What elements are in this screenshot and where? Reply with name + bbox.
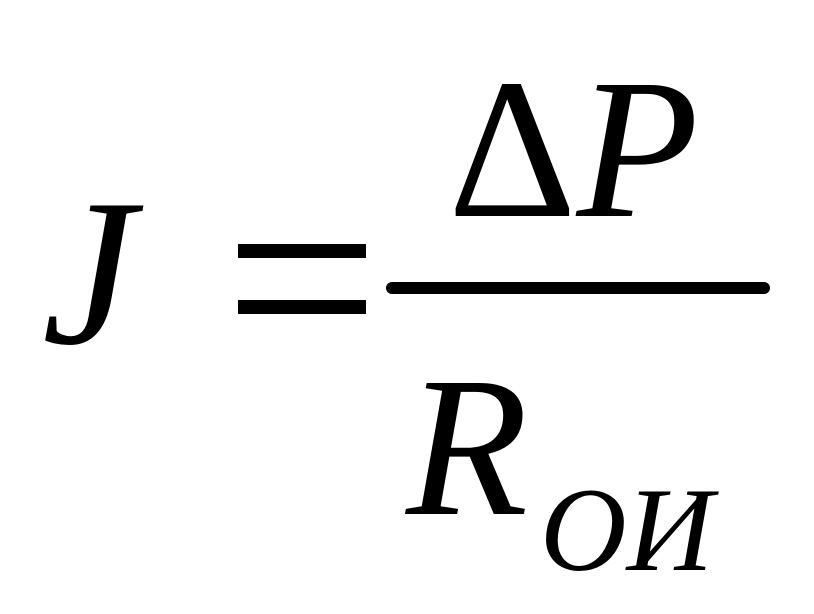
equals-bar-top (238, 244, 366, 258)
denominator-subscript: ОИ (540, 463, 714, 596)
denominator-variable: R (406, 337, 529, 558)
fraction-bar (386, 282, 770, 294)
equals-bar-bottom (238, 300, 366, 314)
numerator: ΔP (448, 50, 699, 250)
delta-symbol: Δ (448, 39, 577, 260)
numerator-variable: P (576, 39, 699, 260)
lhs-variable: J (42, 157, 136, 389)
